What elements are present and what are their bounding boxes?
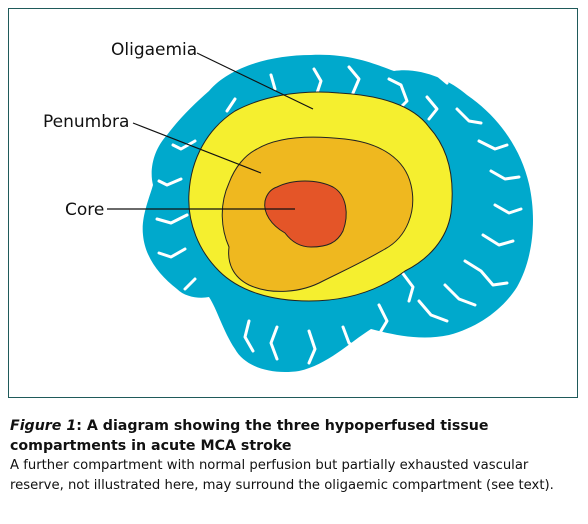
oligaemia-label: Oligaemia [111,40,197,60]
figure-frame: Oligaemia Penumbra Core [8,8,578,398]
caption-title-text: : A diagram showing the three hypoperfus… [10,418,489,454]
figure-reference: Figure 1 [10,418,77,434]
brain-diagram: Oligaemia Penumbra Core [43,40,534,373]
penumbra-label: Penumbra [43,112,129,132]
caption-title: Figure 1: A diagram showing the three hy… [10,416,584,456]
core-label: Core [65,200,104,220]
brain-sulci [155,65,523,365]
caption-body: A further compartment with normal perfus… [10,458,554,493]
core-region [264,180,347,248]
leader-lines [107,52,314,210]
oligaemia-leader [196,52,314,110]
figure-caption: Figure 1: A diagram showing the three hy… [10,416,584,496]
penumbra-leader [132,122,262,174]
